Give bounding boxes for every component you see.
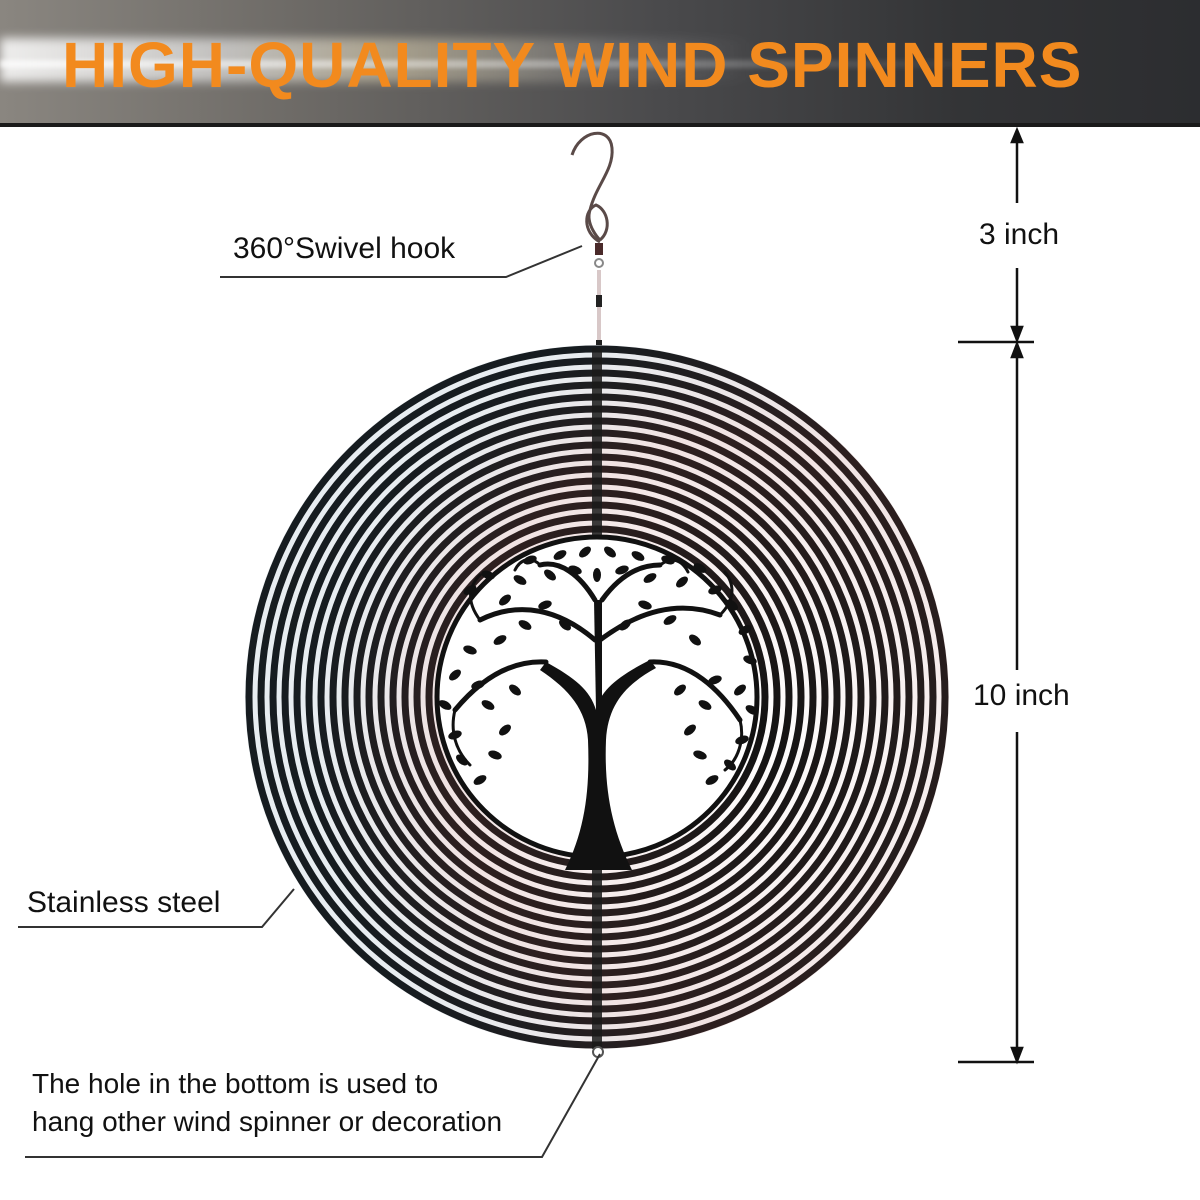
bottom-hole-leader-line <box>25 1053 601 1158</box>
dimension-lines <box>958 126 1034 1065</box>
header-banner: HIGH-QUALITY WIND SPINNERS <box>0 0 1200 127</box>
banner-divider <box>0 123 1200 127</box>
bottom-hole-callout-line2: hang other wind spinner or decoration <box>32 1106 503 1137</box>
s-hook-icon <box>570 131 614 244</box>
callout-lines <box>18 245 601 1158</box>
diameter-dimension: 10 inch <box>973 679 1070 712</box>
swivel-connector-icon <box>594 243 604 350</box>
bottom-hole-icon <box>592 1046 604 1058</box>
material-callout-label: Stainless steel <box>27 886 221 919</box>
light-streak-thin <box>0 60 1000 68</box>
banner-title: HIGH-QUALITY WIND SPINNERS <box>62 29 1083 101</box>
tree-leaves <box>438 546 759 785</box>
hook-leader-line <box>220 245 583 278</box>
bottom-hole-callout-line1: The hole in the bottom is used to <box>32 1068 439 1099</box>
hook-callout-label: 360°Swivel hook <box>233 232 456 265</box>
material-leader-line <box>18 888 295 928</box>
hook-height-dimension: 3 inch <box>979 218 1060 251</box>
tree-of-life-icon <box>434 534 760 870</box>
